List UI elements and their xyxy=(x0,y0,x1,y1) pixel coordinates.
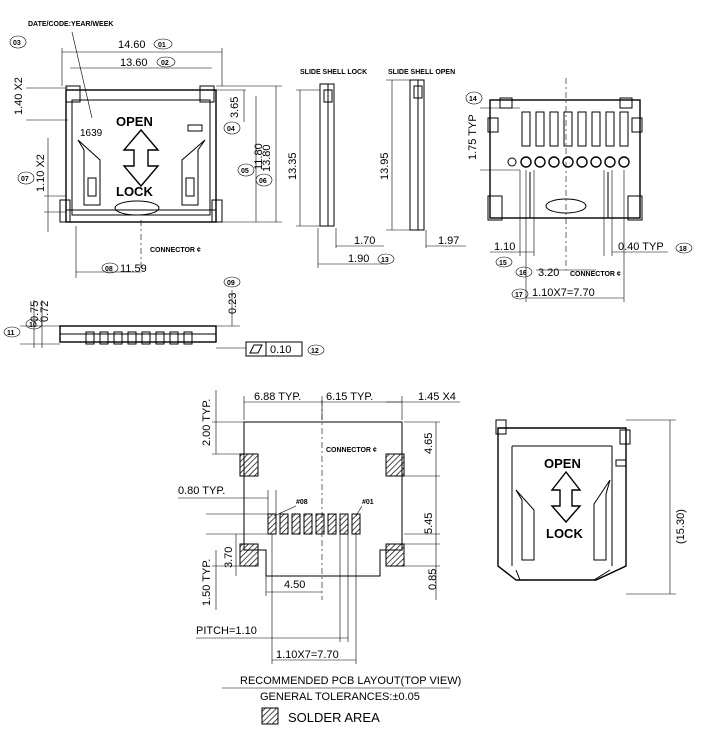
dim-140x2: 1.40 X2 xyxy=(13,77,25,115)
svg-text:07: 07 xyxy=(21,176,29,183)
svg-text:04: 04 xyxy=(227,126,235,133)
svg-text:13: 13 xyxy=(381,257,389,264)
pcb-dim-615: 6.15 TYP. xyxy=(326,391,373,403)
notes-title: RECOMMENDED PCB LAYOUT(TOP VIEW) xyxy=(240,675,461,687)
dim-1360: 13.60 xyxy=(120,57,148,69)
dim-040typ: 0.40 TYP xyxy=(618,241,664,253)
svg-text:10: 10 xyxy=(29,322,37,329)
dim-1395: 13.95 xyxy=(379,152,391,180)
side-lock-shape xyxy=(319,83,335,227)
contact-circles xyxy=(507,156,630,168)
pcb-connector-cl: CONNECTOR ¢ xyxy=(326,447,377,454)
pcb-layout: 6.88 TYP. 6.15 TYP. 1.45 X4 2.00 TYP. 4.… xyxy=(178,390,460,664)
double-arrow-icon xyxy=(122,128,160,188)
notes-tolerance: GENERAL TOLERANCES:±0.05 xyxy=(260,691,420,703)
date-value: 1639 xyxy=(80,128,103,139)
slide-open-label: SLIDE SHELL OPEN xyxy=(388,69,455,76)
open-label: OPEN xyxy=(116,114,153,129)
dim-1460: 14.60 xyxy=(118,39,146,51)
pcb-dim-110x7: 1.10X7=7.70 xyxy=(276,649,339,661)
svg-text:12: 12 xyxy=(311,348,319,355)
svg-text:17: 17 xyxy=(515,292,523,299)
pcb-dim-085: 0.85 xyxy=(427,569,439,590)
pcb-pitch: PITCH=1.10 xyxy=(196,625,257,637)
svg-text:08: 08 xyxy=(105,266,113,273)
pcb-dim-200typ: 2.00 TYP. xyxy=(201,399,213,446)
iso-body-outline xyxy=(497,427,627,581)
solder-pads xyxy=(239,453,405,567)
dim-023: 0.23 xyxy=(227,293,239,314)
pcb-dim-370: 3.70 xyxy=(223,547,235,568)
iso-lock-label: LOCK xyxy=(546,526,583,541)
pin-01-label: #01 xyxy=(362,499,374,506)
pcb-dim-080typ: 0.80 TYP. xyxy=(178,485,225,497)
svg-text:15: 15 xyxy=(499,260,507,267)
pin-row xyxy=(521,111,629,147)
svg-text:02: 02 xyxy=(161,60,169,67)
top-body-outline xyxy=(65,89,217,223)
pcb-dim-145x4: 1.45 X4 xyxy=(418,391,456,403)
pcb-dim-450: 4.50 xyxy=(284,579,305,591)
dim-1180: 11.80 xyxy=(253,143,265,170)
slide-lock-label: SLIDE SHELL LOCK xyxy=(300,69,367,76)
svg-text:11: 11 xyxy=(7,330,15,337)
svg-text:14: 14 xyxy=(469,96,477,103)
date-code-label: DATE/CODE:YEAR/WEEK xyxy=(28,21,113,28)
dim-110x7: 1.10X7=7.70 xyxy=(532,287,595,299)
dim-1159: 11.59 xyxy=(120,263,147,275)
bottom-connector-cl: CONNECTOR ¢ xyxy=(570,271,621,278)
iso-open-label: OPEN xyxy=(544,456,581,471)
bottom-view: 14 1.75 TYP 1.10 15 16 3.20 CONNECTOR ¢ … xyxy=(465,78,693,302)
flatness-icon xyxy=(249,344,263,354)
pin-08-label: #08 xyxy=(296,499,308,506)
iso-arrow-icon xyxy=(550,470,582,524)
dim-1380: 13.80 xyxy=(261,144,273,172)
dim-110: 1.10 xyxy=(494,241,515,253)
notes-solder: SOLDER AREA xyxy=(288,710,380,725)
svg-text:09: 09 xyxy=(227,280,235,287)
dim-197: 1.97 xyxy=(438,235,459,247)
top-view: DATE/CODE:YEAR/WEEK 14.60 01 13.60 02 03… xyxy=(9,21,282,278)
dim-075: 0.75 xyxy=(29,301,41,322)
bottom-body-outline xyxy=(489,99,641,219)
svg-text:05: 05 xyxy=(241,168,249,175)
pcb-dim-465: 4.65 xyxy=(423,433,435,454)
iso-view: OPEN LOCK (15.30) xyxy=(495,419,687,595)
dim-1335: 13.35 xyxy=(287,152,299,180)
dim-110x2: 1.10 X2 xyxy=(35,154,47,192)
dim-175typ: 1.75 TYP xyxy=(467,114,479,160)
front-pins xyxy=(85,331,193,345)
svg-text:16: 16 xyxy=(519,270,527,277)
svg-text:06: 06 xyxy=(259,178,267,185)
dim-072: 0.72 xyxy=(39,301,51,322)
dim-320: 3.20 xyxy=(538,267,559,279)
dim-170: 1.70 xyxy=(354,235,375,247)
notes: RECOMMENDED PCB LAYOUT(TOP VIEW) GENERAL… xyxy=(222,675,461,725)
side-views: SLIDE SHELL LOCK SLIDE SHELL OPEN 13.35 … xyxy=(287,69,466,268)
pcb-dim-545: 5.45 xyxy=(423,513,435,534)
iso-dim-1530: (15.30) xyxy=(675,509,687,544)
date-code-leader xyxy=(71,31,93,119)
svg-text:18: 18 xyxy=(679,246,687,253)
pcb-dim-150typ: 1.50 TYP. xyxy=(201,559,213,606)
svg-text:01: 01 xyxy=(158,42,166,49)
top-connector-cl: CONNECTOR ¢ xyxy=(150,247,201,254)
side-open-shape xyxy=(409,79,425,231)
svg-text:03: 03 xyxy=(13,40,21,47)
pcb-dim-688: 6.88 TYP. xyxy=(254,391,301,403)
lock-label: LOCK xyxy=(116,184,153,199)
front-view: 0.75 0.72 11 10 0.23 09 0.10 12 xyxy=(3,276,325,357)
dim-flatness: 0.10 xyxy=(270,344,291,356)
solder-area-swatch xyxy=(261,707,279,725)
dim-190: 1.90 xyxy=(348,253,369,265)
dim-365: 3.65 xyxy=(229,97,241,118)
